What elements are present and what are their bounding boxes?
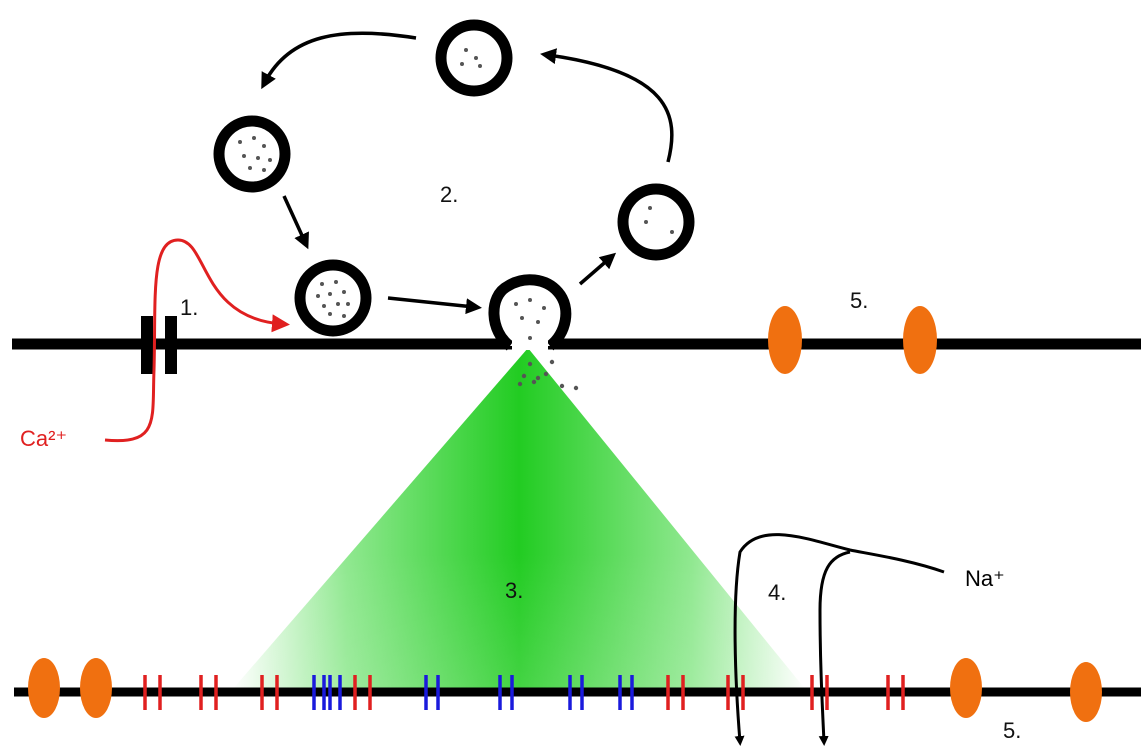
postsynaptic-pump	[28, 658, 60, 718]
closed-channel	[260, 675, 279, 710]
cycle-arrow-dock-to-fuse	[387, 296, 482, 315]
open-channel	[312, 675, 326, 710]
sodium-ion-label: Na⁺	[965, 566, 1005, 591]
vesicle-docked	[294, 259, 372, 337]
cycle-arrow-recycle-up	[540, 48, 674, 163]
vesicle-recycling	[617, 183, 695, 261]
open-channels	[312, 675, 634, 710]
postsynaptic-pump	[950, 658, 982, 718]
vesicle-fusing	[488, 274, 572, 351]
calcium-channel	[141, 316, 177, 374]
vesicle-left	[213, 115, 291, 193]
open-channel	[618, 675, 634, 710]
open-channel	[498, 675, 514, 710]
closed-channel	[810, 675, 829, 710]
open-channel	[328, 675, 342, 710]
vesicle-top	[435, 19, 513, 97]
step-1-label: 1.	[180, 295, 198, 320]
sodium-influx-arrow	[733, 533, 945, 746]
cycle-arrow-left-down	[282, 195, 309, 250]
step-3-label: 3.	[505, 578, 523, 603]
presynaptic-pump	[768, 306, 802, 374]
closed-channel	[353, 675, 372, 710]
step-5-bottom-label: 5.	[1003, 718, 1021, 743]
calcium-influx-arrow	[104, 238, 290, 443]
released-neurotransmitter	[517, 359, 579, 391]
closed-channel	[199, 675, 218, 710]
cycle-arrow-fuse-to-recycle	[578, 252, 617, 286]
presynaptic-pump	[903, 306, 937, 374]
cycle-arrow-top-left	[261, 31, 417, 90]
postsynaptic-pump	[80, 658, 112, 718]
calcium-ion-label: Ca²⁺	[20, 426, 67, 451]
closed-channel	[143, 675, 162, 710]
open-channel	[424, 675, 440, 710]
closed-channel	[666, 675, 685, 710]
closed-channels	[143, 675, 905, 710]
step-4-label: 4.	[768, 580, 786, 605]
open-channel	[568, 675, 584, 710]
closed-channel	[726, 675, 745, 710]
postsynaptic-pump	[1070, 662, 1102, 722]
step-2-label: 2.	[440, 182, 458, 207]
sodium-influx-arrow	[818, 550, 851, 746]
closed-channel	[886, 675, 905, 710]
cloud-fade	[232, 348, 806, 690]
step-5-top-label: 5.	[850, 288, 868, 313]
